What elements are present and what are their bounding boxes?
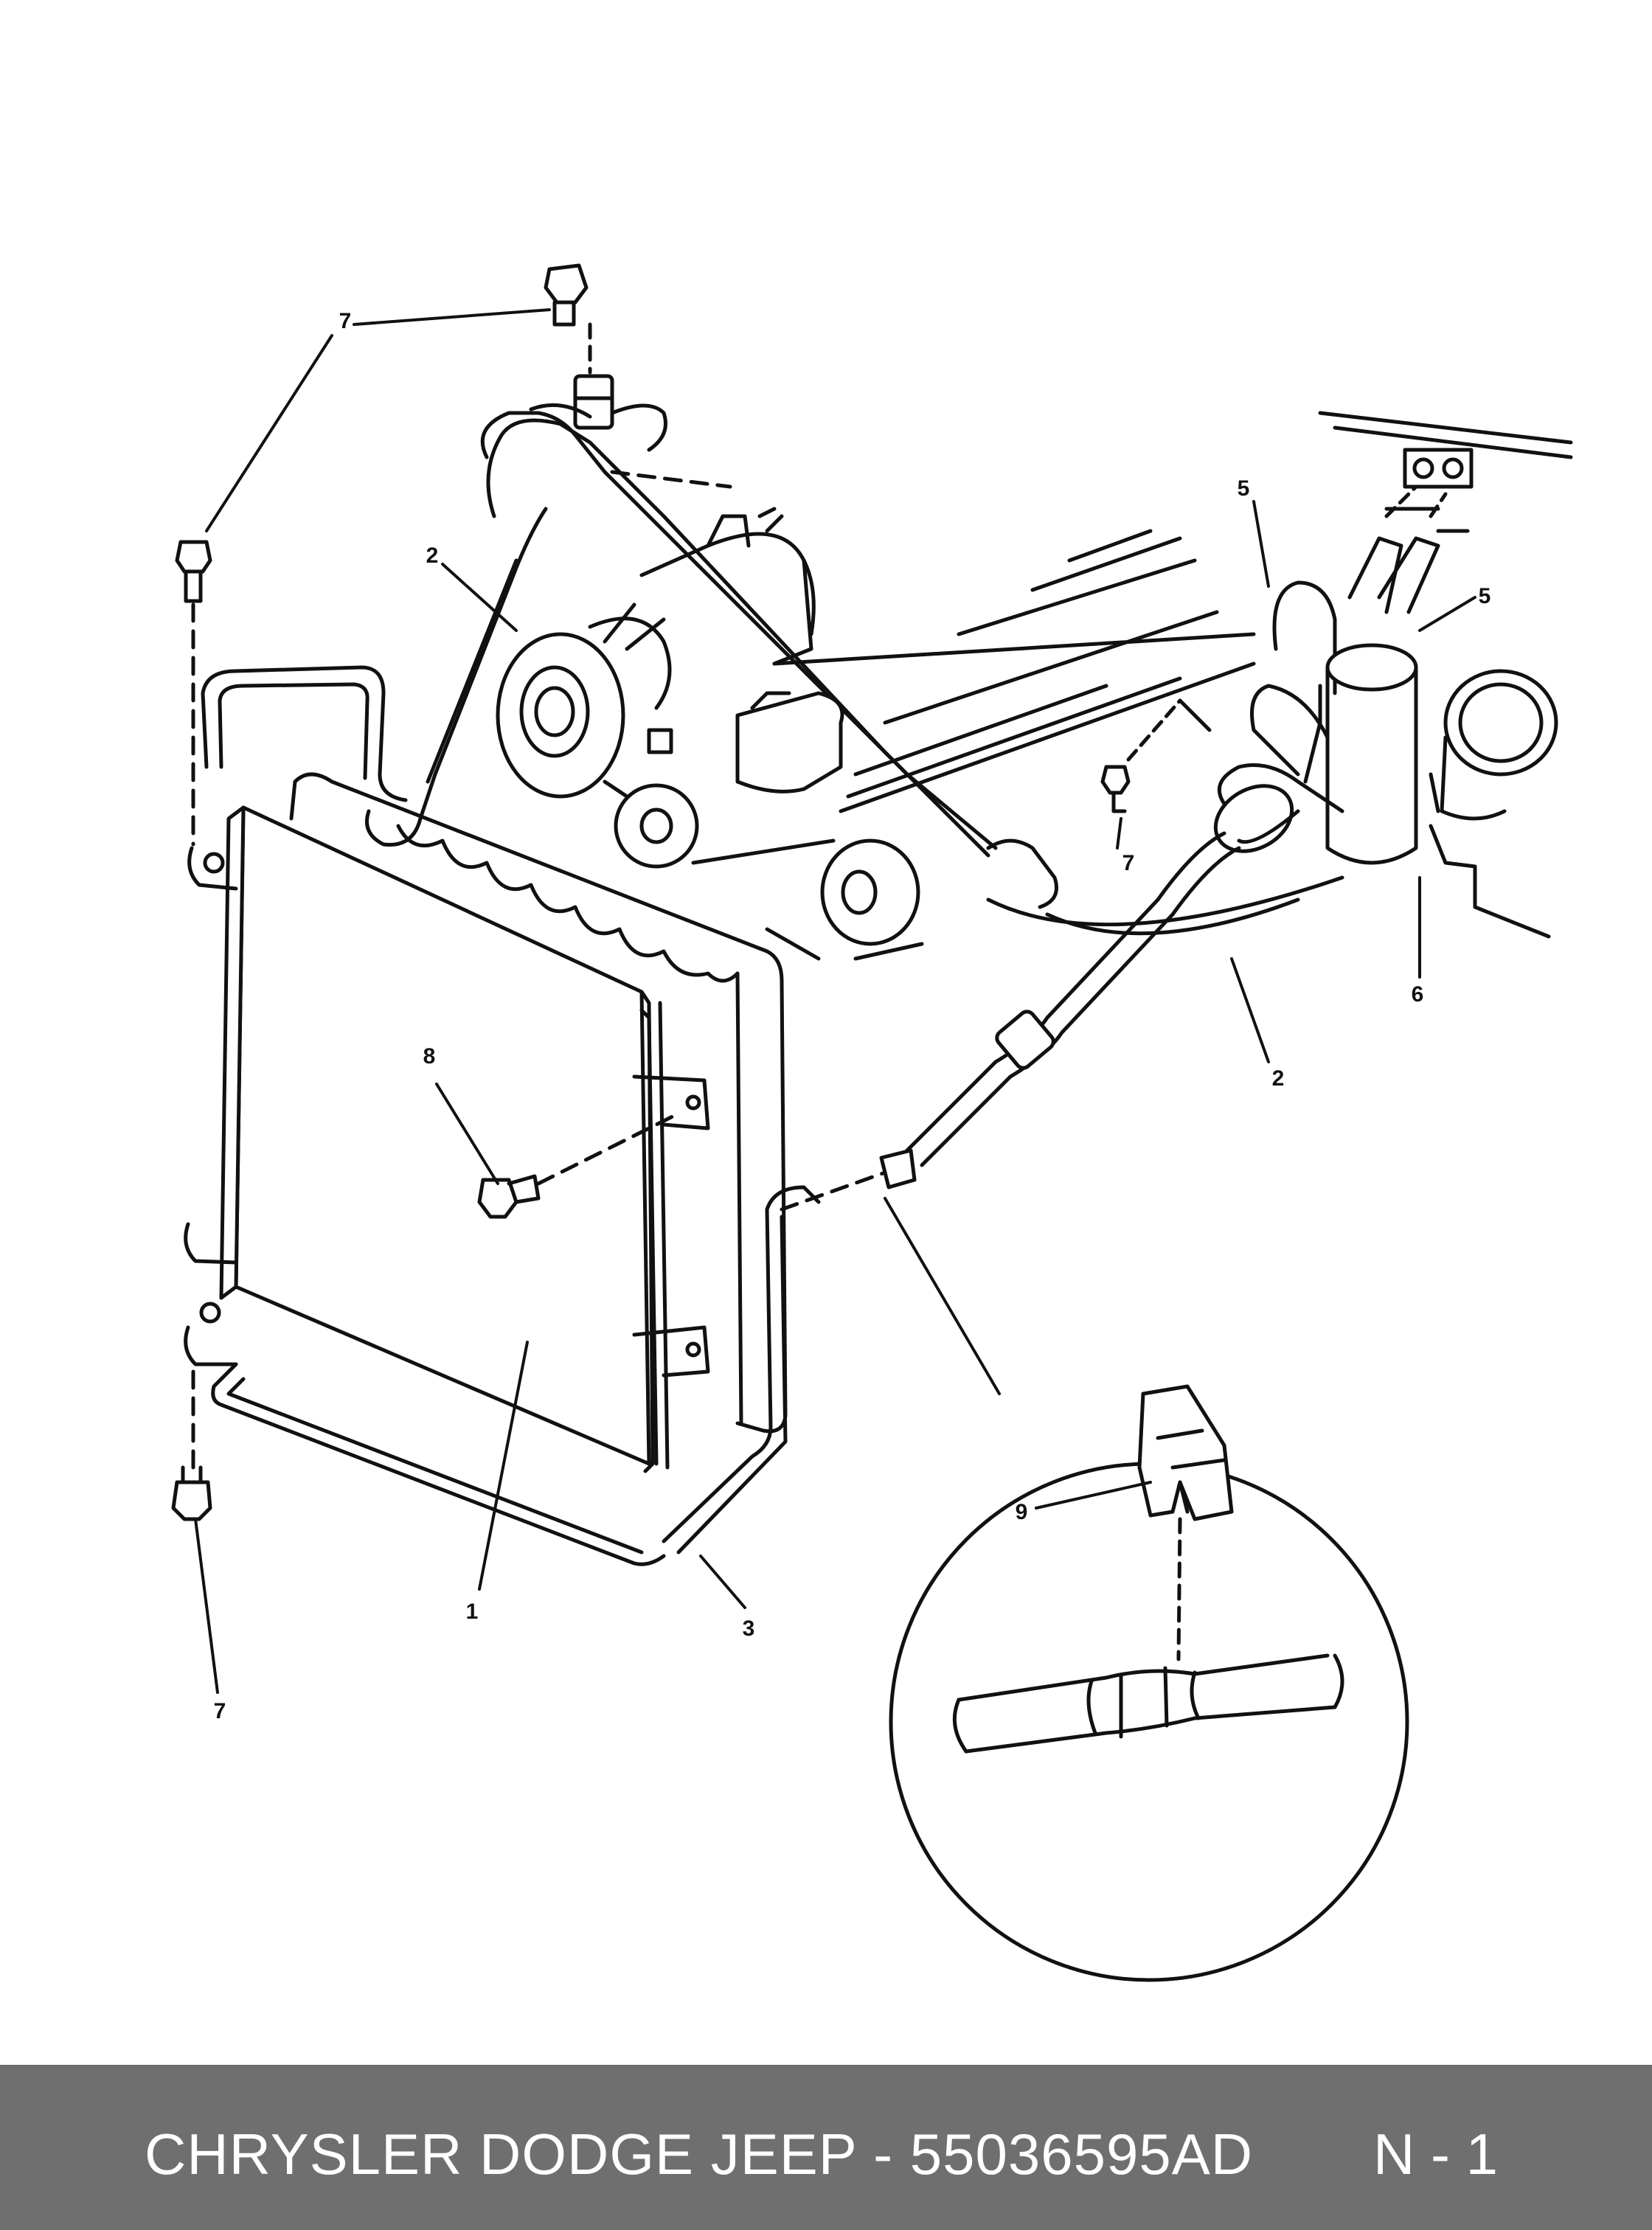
callout-2-upper: 2 <box>426 543 439 568</box>
mounting-bolt-drawing <box>477 1111 681 1219</box>
parts-diagram: 7 5 2 5 7 6 8 2 9 1 3 7 7 <box>171 263 1573 1982</box>
clip-detail-drawing <box>889 1384 1409 1982</box>
callout-3: 3 <box>743 1616 755 1641</box>
callout-7-mid: 7 <box>1122 851 1135 875</box>
callout-7-top: 7 <box>339 309 352 333</box>
compressor-drawing <box>496 507 1344 961</box>
callout-2-lower: 2 <box>1272 1066 1285 1091</box>
callout-6: 6 <box>1412 982 1424 1007</box>
suction-line-drawing <box>211 411 1573 1566</box>
callout-9: 9 <box>1016 1500 1028 1524</box>
page-indicator: N - 1 <box>1373 2122 1499 2186</box>
condenser-drawing <box>171 540 788 1521</box>
callout-5-upper: 5 <box>1238 476 1250 501</box>
callout-5-right: 5 <box>1479 584 1491 608</box>
callout-8: 8 <box>423 1044 436 1069</box>
footer-bar: CHRYSLER DODGE JEEP - 55036595AD N - 1 <box>0 2065 1652 2230</box>
leader-lines <box>194 308 1476 1694</box>
discharge-line-drawing <box>201 263 1058 909</box>
callout-7-bottom: 7 <box>214 1699 226 1723</box>
callout-1: 1 <box>466 1599 479 1624</box>
callout-labels: 7 5 2 5 7 6 8 2 9 1 3 7 7 <box>214 309 1491 1723</box>
part-number-title: CHRYSLER DODGE JEEP - 55036595AD <box>145 2122 1254 2186</box>
